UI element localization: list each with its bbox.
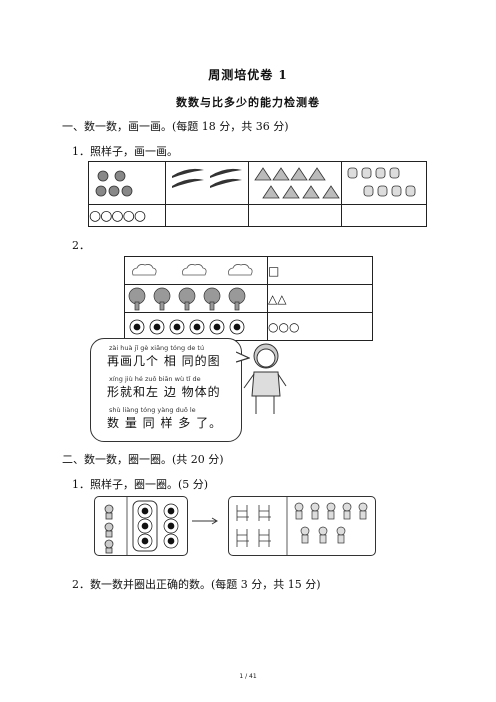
answer-blank[interactable] [165,204,249,227]
tree-cell [124,284,268,313]
exercise-box[interactable] [228,496,376,556]
page-subtitle: 数数与比多少的能力检测卷 [176,96,320,109]
section2-q2-label: 2．数一数并圈出正确的数。(每题 3 分，共 15 分) [72,578,321,591]
page-title: 周测培优卷 1 [208,68,288,82]
q2-table: □ △△ ○○○ [124,256,373,341]
bubble-pinyin-3: shù liàng tóng yàng duō le [109,406,196,414]
watermelon-icons [254,167,340,199]
bubble-text-3: 数 量 同 样 多 了。 [107,416,223,430]
example-box [94,496,188,556]
pepper-cell [341,161,427,205]
answer-square: □ [267,256,373,285]
bubble-text-2: 形就和左 边 物体的 [107,385,221,399]
page-number: 1 / 41 [239,673,257,680]
answer-blank[interactable] [341,204,427,227]
q1-table: ○○○○○ [88,161,427,227]
ball-cell [124,312,268,341]
cabbage-cell [88,161,166,205]
question2-label: 2． [72,239,90,252]
answer-blank[interactable] [248,204,342,227]
answer-circles: ○○○ [267,312,373,341]
section2-heading: 二、数一数，圈一圈。(共 20 分) [62,453,224,466]
answer-triangles: △△ [267,284,373,313]
exercise-illustration [236,497,368,555]
section2-q1-label: 1．照样子，圈一圈。(5 分) [72,478,209,491]
tree-icons [128,287,246,311]
bubble-pinyin-1: zài huà jǐ gè xiāng tóng de tú [109,344,205,352]
cloud-cell [124,256,268,285]
bubble-text-1: 再画几个 相 同的图 [107,354,221,368]
watermelon-cell [248,161,342,205]
section1-heading: 一、数一数，画一画。(每题 18 分，共 36 分) [62,120,289,133]
cabbage-icons [95,170,133,197]
soccer-ball-icons [129,319,245,335]
question1-label: 1．照样子，画一画。 [72,145,178,158]
answer-circles: ○○○○○ [88,204,166,227]
bubble-pinyin-2: xíng jiù hé zuǒ biān wù tǐ de [109,375,201,383]
pepper-icons [347,167,416,197]
boy-illustration [243,343,287,414]
cloud-icons [132,264,253,276]
bubble-tail [236,351,250,363]
cucumber-icons [172,168,242,188]
right-arrow-icon [192,517,218,525]
example-illustration [104,497,179,555]
speech-bubble: zài huà jǐ gè xiāng tóng de tú 再画几个 相 同的… [90,338,242,442]
cucumber-cell [165,161,249,205]
